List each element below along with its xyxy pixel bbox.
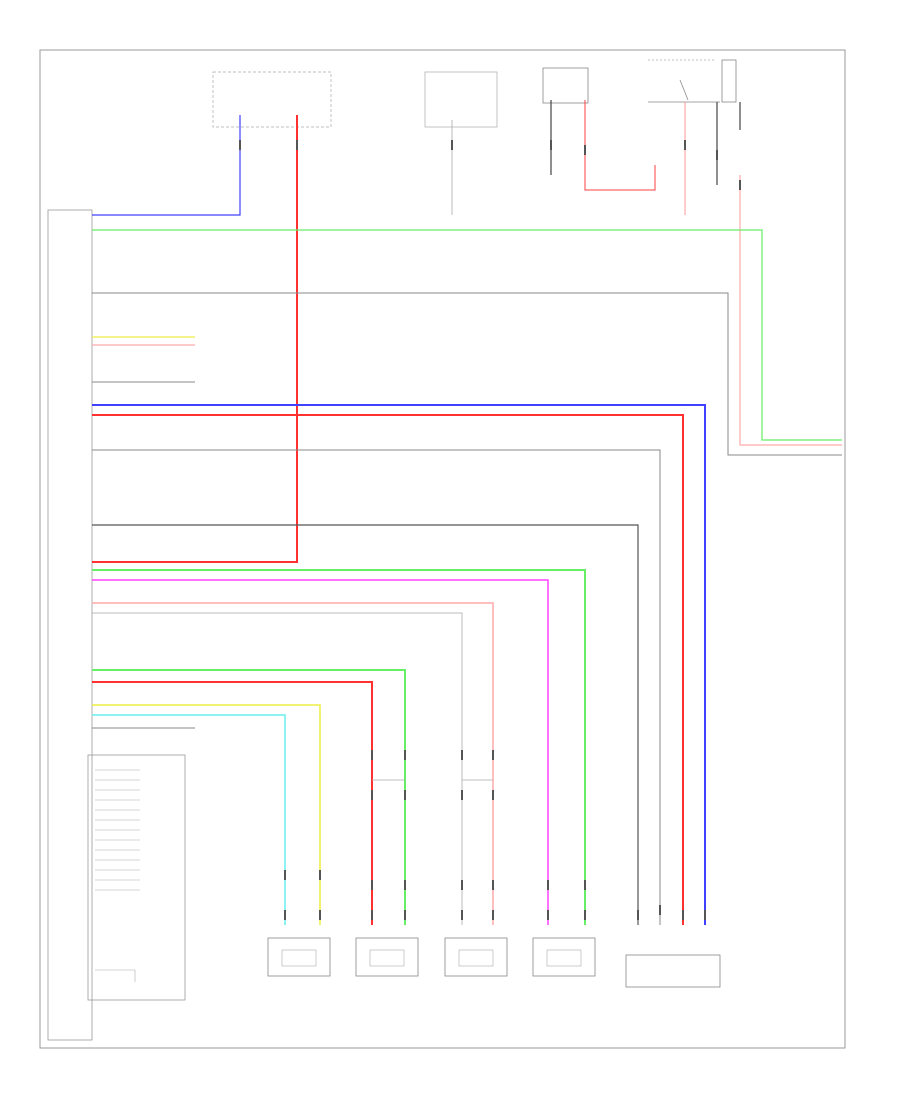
wire-red-loop — [584, 100, 656, 191]
sensor-front-left — [267, 937, 331, 977]
sensor-rear-left — [444, 937, 508, 977]
wire-gray-rl — [92, 612, 463, 925]
wire-gray-sensor — [92, 449, 661, 925]
wheel-sensors — [267, 937, 721, 988]
wire-green-long — [92, 229, 842, 441]
wire-blue-top — [92, 115, 241, 216]
wire-blue-sensor — [92, 404, 706, 925]
sensor-inner-marks — [281, 949, 582, 967]
diagram-frame — [39, 49, 846, 1049]
relay-component — [542, 67, 589, 104]
module-legend-lines — [95, 769, 140, 982]
fuse-block-1 — [212, 71, 332, 128]
wire-green-rr — [92, 569, 586, 925]
wire-red-sensor — [92, 414, 684, 925]
fuse-block-2 — [424, 71, 498, 128]
wire-black-sensor — [92, 524, 639, 925]
wire-pink-right — [739, 175, 842, 446]
wire-cyan-fl — [92, 714, 286, 925]
switch-component — [721, 59, 737, 103]
sensor-rear-right — [532, 937, 596, 977]
wire-red-main — [92, 115, 298, 563]
control-module — [47, 209, 93, 1041]
wire-red-fr — [92, 681, 373, 925]
wire-green-fr — [92, 669, 406, 925]
switch-contact — [679, 79, 689, 101]
wire-magenta-rr — [92, 579, 549, 925]
wire-yellow-fl — [92, 704, 321, 925]
connector-ticks — [239, 140, 741, 920]
wire-gray-right — [92, 292, 842, 456]
module-legend-box — [87, 754, 186, 1001]
yaw-rate-sensor — [625, 954, 721, 988]
sensor-front-right — [355, 937, 419, 977]
wire-pink-rl — [92, 602, 494, 925]
